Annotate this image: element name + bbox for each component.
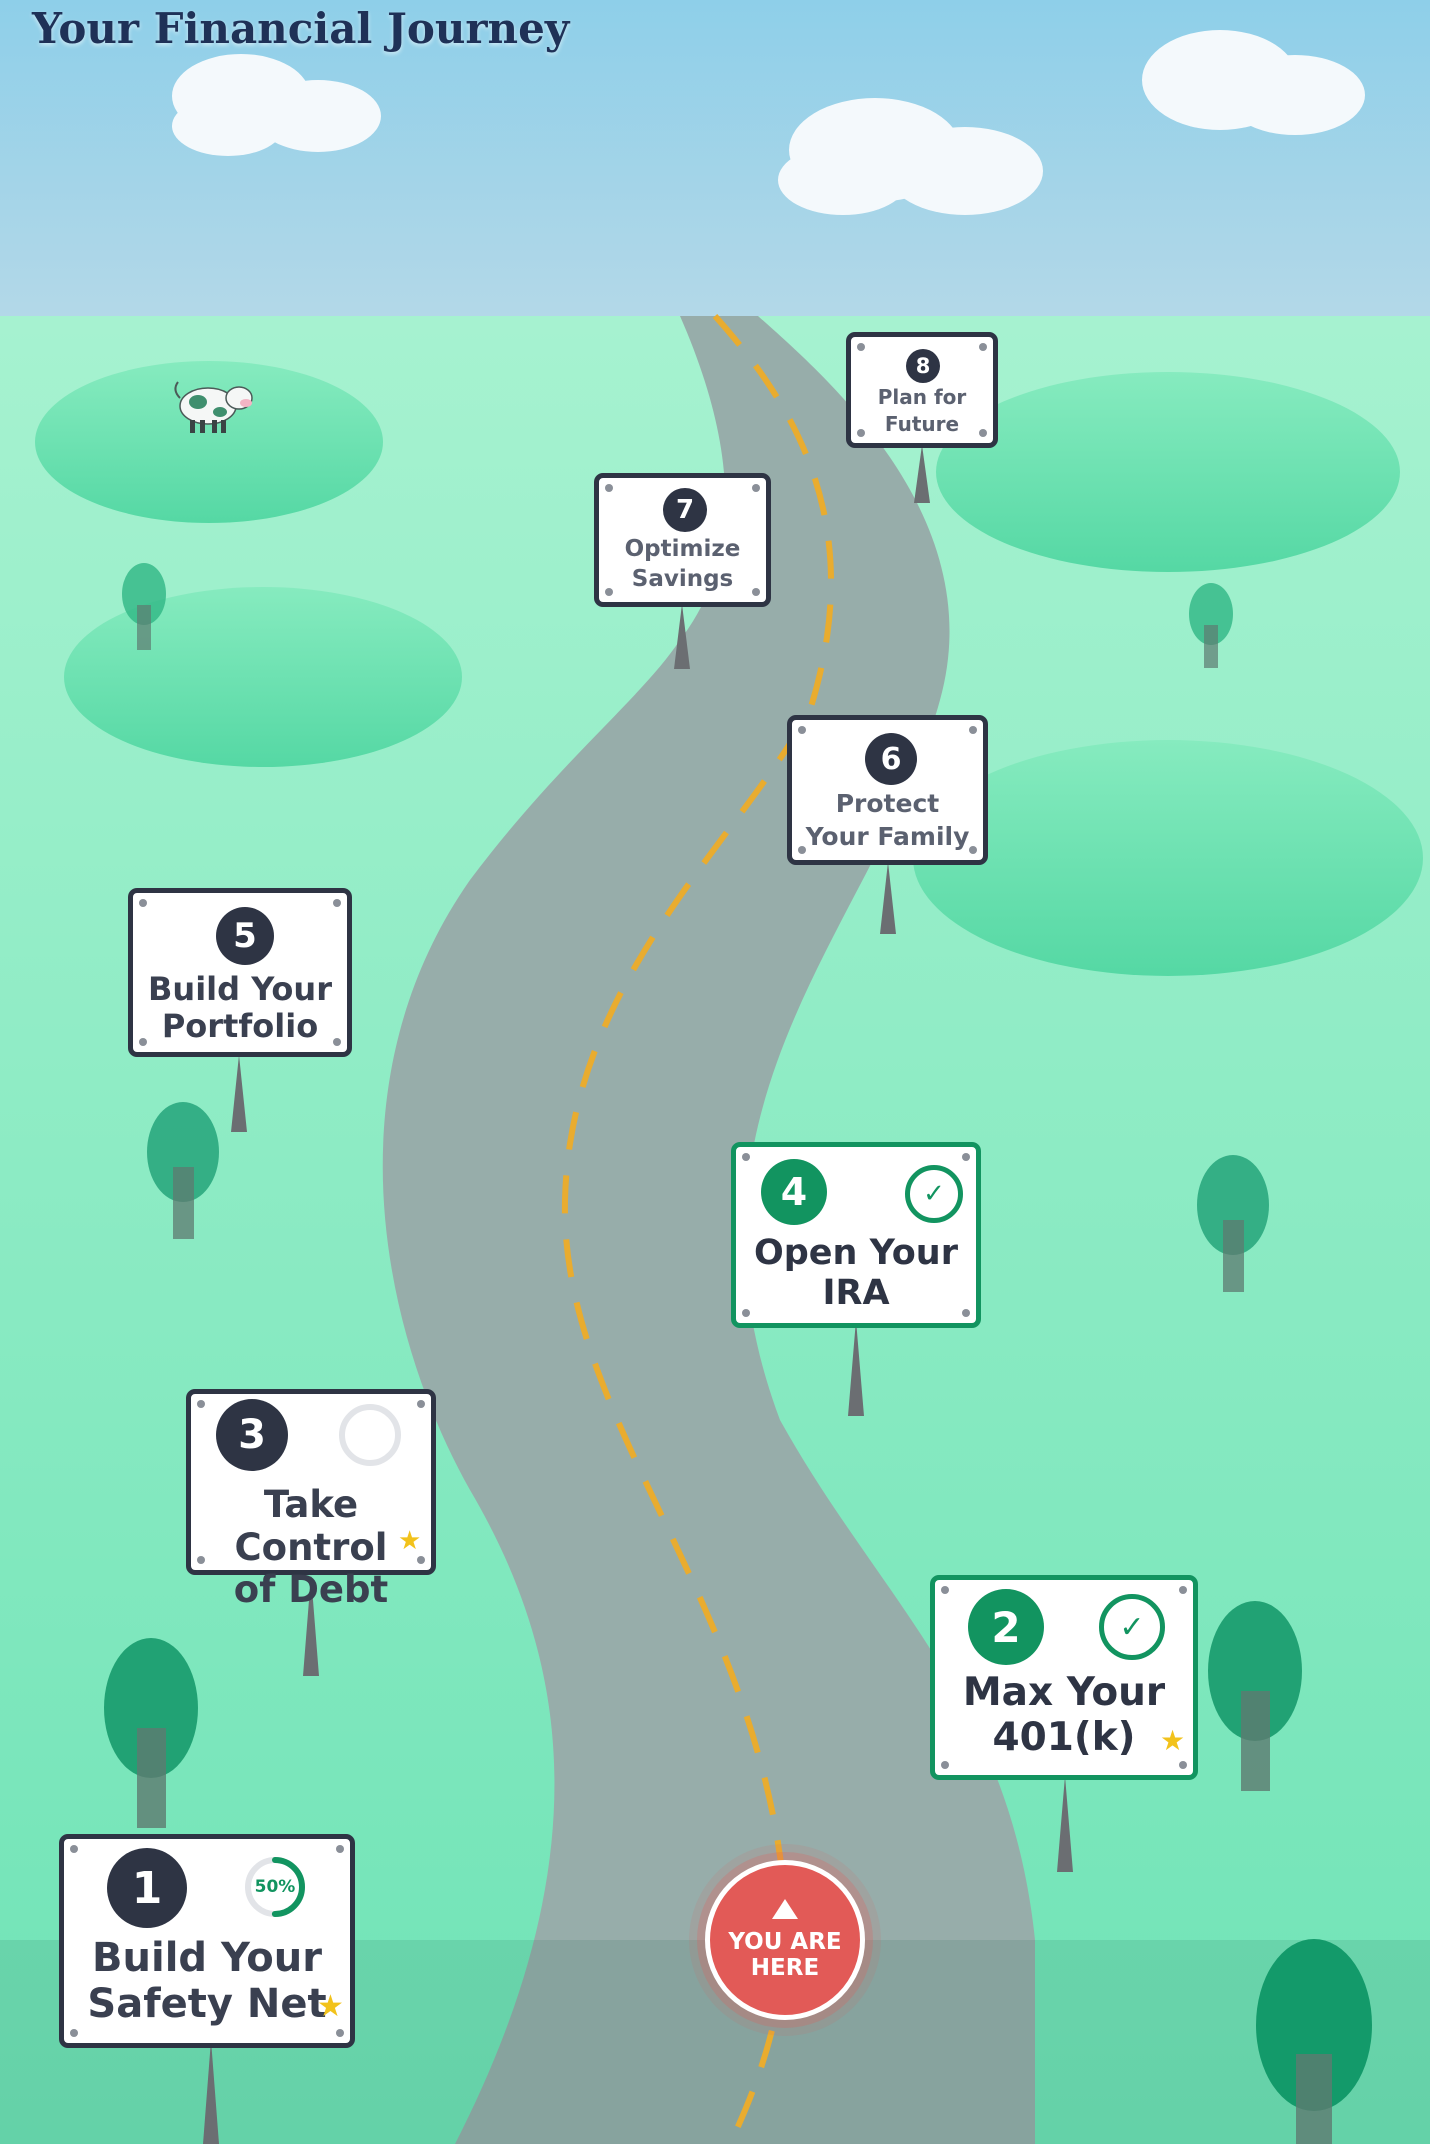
step-number-badge: 1 bbox=[107, 1848, 187, 1928]
step-number-badge: 3 bbox=[216, 1399, 288, 1471]
step-number-badge: 6 bbox=[865, 733, 917, 785]
step-sign-8[interactable]: 8 Plan for Future bbox=[846, 332, 998, 448]
step-title-line2: Portfolio bbox=[161, 1006, 319, 1045]
progress-ring-icon: 50% bbox=[244, 1856, 306, 1918]
arrow-up-icon bbox=[772, 1898, 798, 1919]
trees bbox=[104, 563, 1372, 2144]
cow-icon bbox=[174, 381, 253, 433]
checkmark-icon: ✓ bbox=[905, 1165, 963, 1223]
step-title-line2: Safety Net bbox=[87, 1981, 327, 2027]
step-sign-6[interactable]: 6 Protect Your Family bbox=[787, 715, 988, 865]
step-sign-3[interactable]: 3 Take Control of Debt ★ bbox=[186, 1389, 436, 1611]
you-are-here-marker[interactable]: YOU ARE HERE bbox=[705, 1860, 865, 2020]
progress-label: 50% bbox=[254, 1877, 296, 1897]
star-icon: ★ bbox=[1160, 1724, 1186, 1757]
step-title-line1: Protect bbox=[835, 789, 940, 818]
marker-label-line1: YOU ARE bbox=[728, 1928, 842, 1955]
step-title-line1: Take Control bbox=[234, 1483, 388, 1569]
step-title-line1: Optimize bbox=[624, 536, 741, 562]
step-title-line1: Open Your bbox=[753, 1233, 958, 1273]
step-title-line2: of Debt bbox=[233, 1568, 389, 1612]
step-title-line2: Savings bbox=[631, 565, 734, 592]
sign-posts bbox=[203, 445, 1073, 2144]
step-title-line2: Future bbox=[884, 412, 960, 436]
step-title-line1: Build Your bbox=[92, 1935, 322, 1981]
step-title-line2: Your Family bbox=[805, 821, 970, 851]
checkmark-icon: ✓ bbox=[1099, 1594, 1165, 1660]
step-title-line1: Plan for bbox=[877, 385, 967, 409]
page-title: Your Financial Journey bbox=[32, 4, 570, 53]
not-started-ring-icon bbox=[339, 1404, 401, 1466]
step-title-line1: Build Your bbox=[148, 970, 332, 1008]
step-number-badge: 7 bbox=[663, 488, 707, 532]
step-number-badge: 4 bbox=[761, 1159, 827, 1225]
step-title-line2: IRA bbox=[822, 1273, 890, 1314]
star-icon: ★ bbox=[317, 1989, 344, 2024]
step-sign-2[interactable]: 2 ✓ Max Your 401(k) ★ bbox=[930, 1575, 1198, 1780]
clouds bbox=[172, 30, 1365, 215]
step-number-badge: 5 bbox=[216, 907, 274, 965]
step-sign-7[interactable]: 7 Optimize Savings bbox=[594, 473, 771, 607]
step-sign-4[interactable]: 4 ✓ Open Your IRA bbox=[731, 1142, 981, 1328]
step-sign-5[interactable]: 5 Build Your Portfolio bbox=[128, 888, 352, 1057]
step-title-line1: Max Your bbox=[962, 1670, 1166, 1715]
step-number-badge: 2 bbox=[968, 1589, 1044, 1665]
step-sign-1[interactable]: 1 50% Build Your Safety Net ★ bbox=[59, 1834, 355, 2048]
step-title-line2: 401(k) bbox=[992, 1714, 1136, 1760]
hills bbox=[35, 361, 1423, 976]
step-number-badge: 8 bbox=[906, 349, 940, 383]
star-icon: ★ bbox=[398, 1526, 422, 1556]
marker-label-line2: HERE bbox=[750, 1955, 820, 1981]
